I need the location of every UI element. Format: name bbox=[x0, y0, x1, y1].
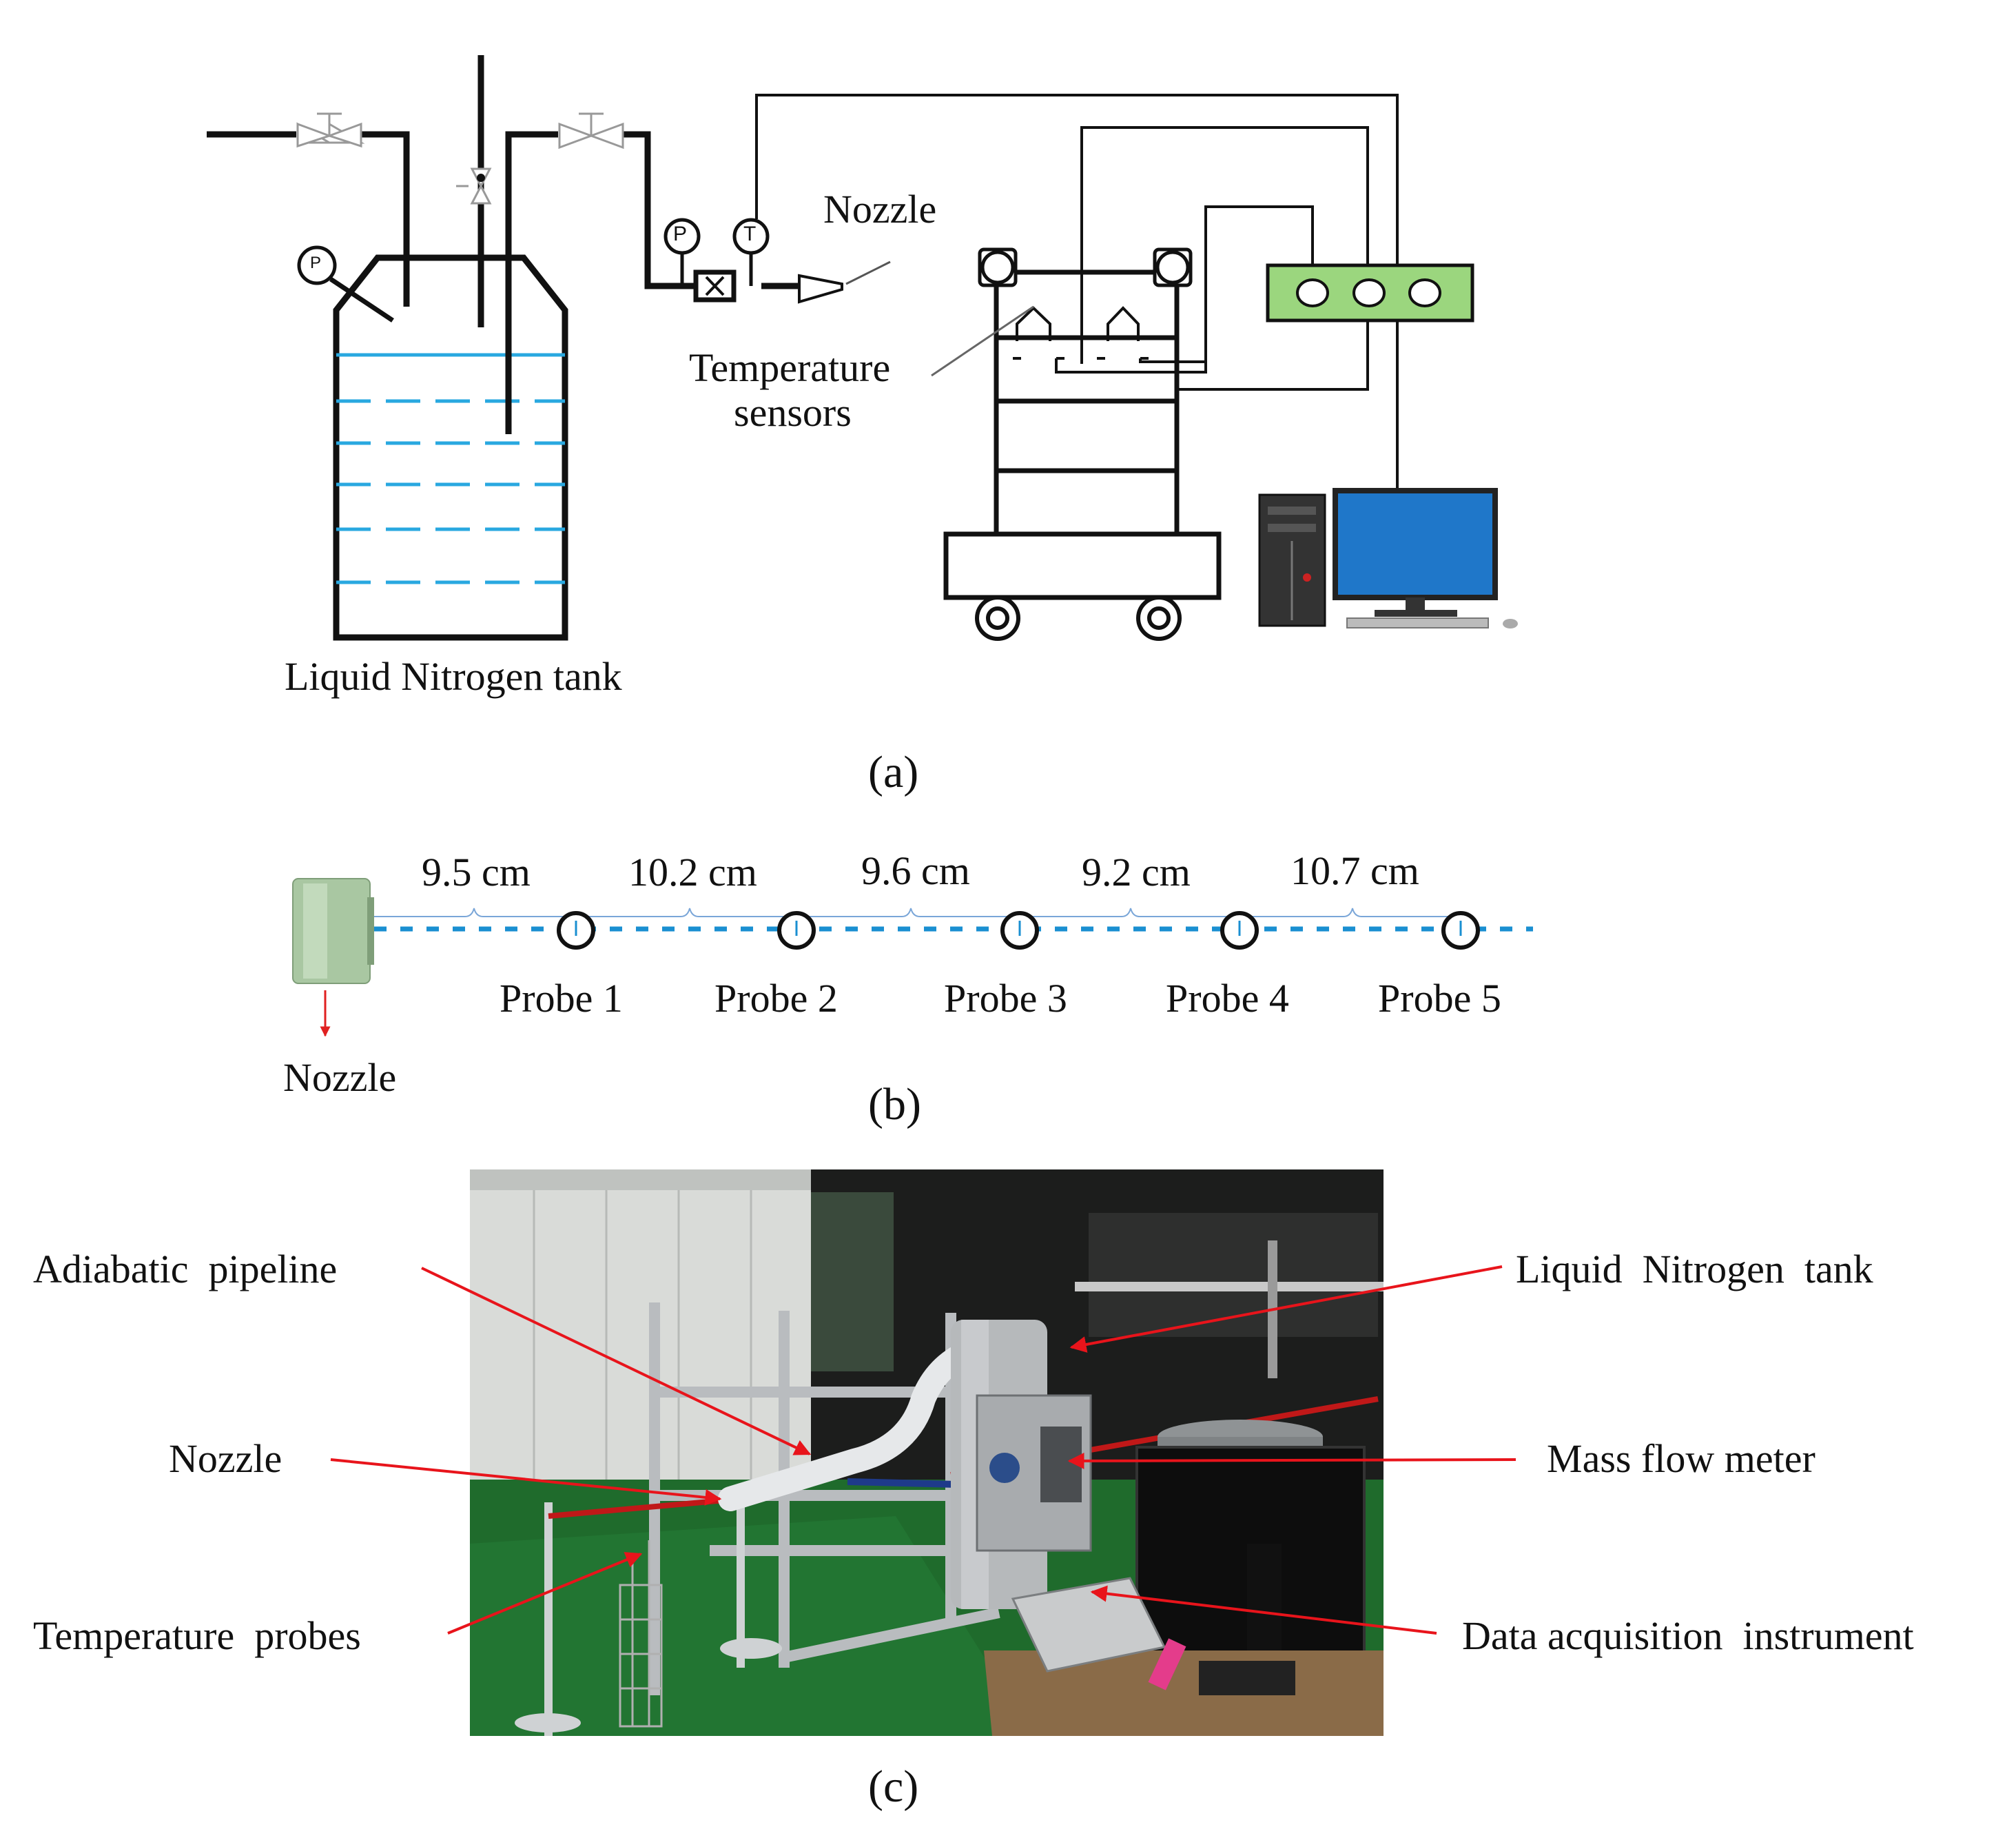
panel-a-diagram bbox=[207, 55, 1518, 641]
temperature-gauge bbox=[732, 218, 770, 286]
liquid-nitrogen-tank-callout: Liquid Nitrogen tank bbox=[1516, 1247, 1873, 1291]
distance-1: 9.5 cm bbox=[422, 850, 531, 895]
nozzle-label-b: Nozzle bbox=[283, 1055, 397, 1100]
pressure-gauge-letter: P bbox=[673, 223, 688, 245]
sensors-label-line1: Temperature bbox=[689, 345, 891, 390]
distance-2: 10.2 cm bbox=[628, 850, 757, 895]
nozzle-callout: Nozzle bbox=[169, 1436, 282, 1481]
nozzle-shape bbox=[798, 260, 891, 304]
nitrogen-tank bbox=[333, 254, 568, 641]
daq-box bbox=[1266, 263, 1474, 323]
data-acquisition-callout: Data acquisition instrument bbox=[1462, 1613, 1914, 1658]
caption-a: (a) bbox=[868, 747, 919, 797]
adiabatic-pipeline-arrow bbox=[421, 1267, 812, 1455]
temperature-probes-arrow bbox=[447, 1552, 643, 1635]
probe-3-label: Probe 3 bbox=[944, 976, 1067, 1021]
distance-4: 9.2 cm bbox=[1082, 850, 1191, 895]
probe-1-label: Probe 1 bbox=[500, 976, 623, 1021]
valve-vertical bbox=[456, 167, 492, 205]
pressure-gauge bbox=[664, 218, 701, 286]
caption-b: (b) bbox=[868, 1079, 921, 1129]
mass-flow-meter-callout: Mass flow meter bbox=[1547, 1436, 1816, 1481]
temperature-gauge-letter: T bbox=[743, 223, 757, 245]
flow-meter bbox=[693, 269, 737, 303]
tank-label: Liquid Nitrogen tank bbox=[285, 654, 622, 699]
nozzle-arrow bbox=[330, 1458, 722, 1506]
probe-frame bbox=[943, 269, 1222, 600]
frame-wheels bbox=[975, 595, 1182, 641]
caption-c: (c) bbox=[868, 1761, 919, 1812]
liquid-nitrogen-tank-arrow bbox=[1069, 1265, 1503, 1353]
mass-flow-meter-arrow bbox=[1067, 1452, 1516, 1469]
data-acquisition-arrow bbox=[1090, 1585, 1437, 1635]
liquid-level-lines bbox=[336, 353, 565, 584]
tank-gauge-letter: P bbox=[310, 254, 322, 272]
computer-tower bbox=[1258, 493, 1326, 627]
panel-c-photo bbox=[470, 1169, 1384, 1736]
probe-5-label: Probe 5 bbox=[1378, 976, 1501, 1021]
nozzle-cylinder bbox=[292, 878, 374, 984]
valve-left bbox=[296, 112, 365, 148]
computer-monitor bbox=[1333, 488, 1518, 628]
adiabatic-pipeline-callout: Adiabatic pipeline bbox=[33, 1247, 338, 1291]
frame-top-connectors bbox=[978, 247, 1193, 287]
callout-arrows bbox=[330, 1265, 1516, 1635]
probe-marker-ticks bbox=[575, 921, 1462, 936]
sensors-leader-line bbox=[931, 305, 1034, 377]
probe-2-label: Probe 2 bbox=[714, 976, 838, 1021]
temperature-probes-callout: Temperature probes bbox=[33, 1613, 361, 1658]
distance-5: 10.7 cm bbox=[1290, 848, 1419, 893]
sensors-label-line2: sensors bbox=[734, 390, 852, 435]
nozzle-label: Nozzle bbox=[823, 187, 937, 232]
tank-pressure-gauge bbox=[297, 245, 394, 323]
valve-right bbox=[558, 112, 624, 150]
distance-3: 9.6 cm bbox=[861, 848, 970, 893]
probe-4-label: Probe 4 bbox=[1166, 976, 1289, 1021]
panel-b-diagram bbox=[292, 878, 1533, 1037]
distance-braces bbox=[374, 908, 1459, 917]
